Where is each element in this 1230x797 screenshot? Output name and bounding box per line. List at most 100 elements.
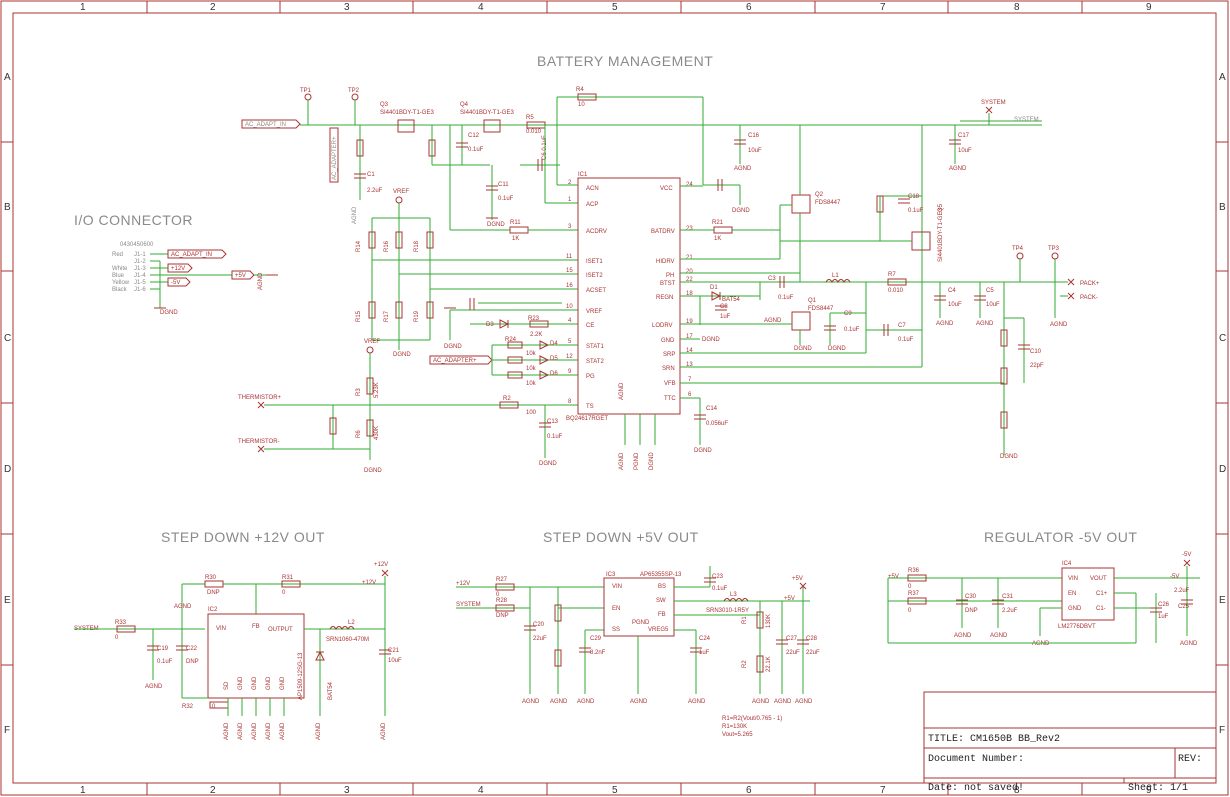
resistor-r33	[116, 625, 136, 633]
d4-label: D4	[550, 341, 558, 347]
grid-row-e-right: E	[1219, 595, 1226, 606]
r2-label: R2	[503, 396, 511, 402]
ic4-pin-vin: VIN	[1068, 576, 1078, 582]
c4-agnd: AGND	[936, 321, 954, 327]
column-labels: 1 2 3 4 5 6 7 8 9 1 2 3 4 5 6 7 8 9	[80, 2, 1152, 796]
system-tag: SYSTEM	[981, 100, 1006, 106]
grid-row-a-right: A	[1219, 72, 1226, 83]
io-pin-6: J1-6	[134, 287, 146, 293]
resistor-r27	[495, 583, 515, 591]
r33-label: R33	[115, 620, 127, 626]
c30-value: DNP	[965, 608, 978, 614]
tp1-label: TP1	[300, 88, 312, 94]
svg-text:21: 21	[686, 255, 693, 261]
c5-agnd: AGND	[976, 321, 994, 327]
svg-text:ACDRV: ACDRV	[586, 229, 607, 235]
l3-part: SRN3010-1R5Y	[706, 608, 749, 614]
svg-text:AGND: AGND	[252, 722, 258, 740]
r17-label: R17	[384, 310, 390, 322]
c13-value: 0.1uF	[547, 434, 563, 440]
c9-label: C9	[844, 311, 852, 317]
r27-value: 10k	[526, 381, 537, 387]
grid-col-7-bottom: 7	[880, 785, 886, 796]
svg-text:10: 10	[566, 304, 573, 310]
svg-text:TTC: TTC	[664, 396, 676, 402]
io-pin-2: J1-2	[134, 259, 146, 265]
c5-label: C5	[986, 288, 994, 294]
c7-value: 0.1uF	[898, 337, 914, 343]
svg-text:STAT1: STAT1	[586, 344, 604, 350]
section-title-battery: BATTERY MANAGEMENT	[537, 53, 713, 69]
c19-value: 0.1uF	[157, 659, 173, 665]
io-net-ac-adapt: AC_ADAPT_IN	[171, 252, 212, 258]
pack-agnd: AGND	[1050, 322, 1068, 328]
svg-text:13: 13	[686, 362, 693, 368]
ic2-pin-vin: VIN	[216, 626, 226, 632]
mosfet-q2	[791, 194, 811, 214]
diode-d1	[711, 291, 722, 301]
formula-line-1: R1=R2(Vout/0.765 - 1)	[722, 716, 782, 722]
io-net-hv: +5V	[235, 273, 246, 279]
grid-row-c: C	[4, 333, 11, 344]
mosfet-q5	[911, 231, 931, 251]
r5-label: R5	[526, 115, 534, 121]
m5v-top-label: -5V	[1182, 552, 1191, 558]
section-title-step12: STEP DOWN +12V OUT	[161, 529, 325, 545]
svg-text:AGND: AGND	[381, 722, 387, 740]
ic3-pin-vin: VIN	[612, 584, 622, 590]
grid-col-5: 5	[612, 2, 618, 13]
io-wire-color-1: Red	[112, 252, 123, 258]
svg-text:DGND: DGND	[649, 452, 655, 470]
r3-label: R3	[356, 388, 362, 396]
grid-col-9: 9	[1146, 2, 1152, 13]
title-block-date: Date: not saved!	[928, 782, 1024, 794]
vref-cap-dgnd: DGND	[444, 344, 462, 350]
resistor-r7	[887, 278, 907, 286]
c16-label: C16	[748, 133, 760, 139]
svg-text:VCC: VCC	[660, 186, 673, 192]
c11-label: C11	[498, 182, 509, 188]
reg5-p5-label: +5V	[888, 574, 899, 580]
ic3-ap65355	[603, 577, 675, 637]
formula-line-2: R1=130K	[722, 724, 747, 730]
c5-value: 10uF	[986, 302, 1000, 308]
r37-value: 0	[908, 608, 912, 614]
grid-col-9-bottom: 9	[1146, 785, 1152, 796]
led-d6	[539, 370, 550, 380]
net-label-ac-adapt-in	[167, 249, 227, 259]
grid-col-1-bottom: 1	[80, 785, 86, 796]
r21-value: 1K	[714, 236, 721, 242]
tp4-label: TP4	[1012, 246, 1024, 252]
r7-value: 0.010	[888, 288, 904, 294]
svg-text:LODRV: LODRV	[652, 323, 673, 329]
svg-text:2: 2	[568, 180, 572, 186]
r25-value: 10k	[526, 351, 537, 357]
net-label-12v	[167, 263, 193, 273]
l2-part: SRN1060-470M	[326, 637, 369, 643]
io-wire-color-3: Blue	[112, 273, 125, 279]
grid-row-a: A	[4, 72, 11, 83]
ic3-pin-en: EN	[612, 606, 620, 612]
svg-text:3: 3	[568, 224, 572, 230]
ic4-part: LM2776DBVT	[1058, 624, 1096, 630]
svg-text:AGND: AGND	[619, 452, 625, 470]
led-d3	[499, 319, 510, 329]
grid-col-5-bottom: 5	[612, 785, 618, 796]
r30-label: R30	[205, 575, 217, 581]
io-wire-color-5: Black	[112, 287, 128, 293]
c3-label: C3	[768, 276, 776, 282]
regulator-m5v: +5V R36 0 R37 0 C30 DNP AGND C31 2.2uF A…	[887, 552, 1200, 647]
r31-value: 0	[282, 590, 286, 596]
c22-value: DNP	[186, 659, 199, 665]
resistor-r21	[713, 226, 733, 234]
svg-text:AGND: AGND	[774, 699, 792, 705]
ic3-name: IC3	[606, 572, 616, 578]
c26-label: C26	[1158, 602, 1170, 608]
grid-row-f: F	[4, 725, 10, 736]
c9-value: 0.1uF	[844, 327, 860, 333]
l3-label: L3	[730, 592, 737, 598]
svg-text:ISET1: ISET1	[586, 259, 603, 265]
svg-text:HIDRV: HIDRV	[656, 259, 675, 265]
r26-value: 10k	[526, 366, 537, 372]
pack-minus-label: PACK-	[1080, 295, 1098, 301]
